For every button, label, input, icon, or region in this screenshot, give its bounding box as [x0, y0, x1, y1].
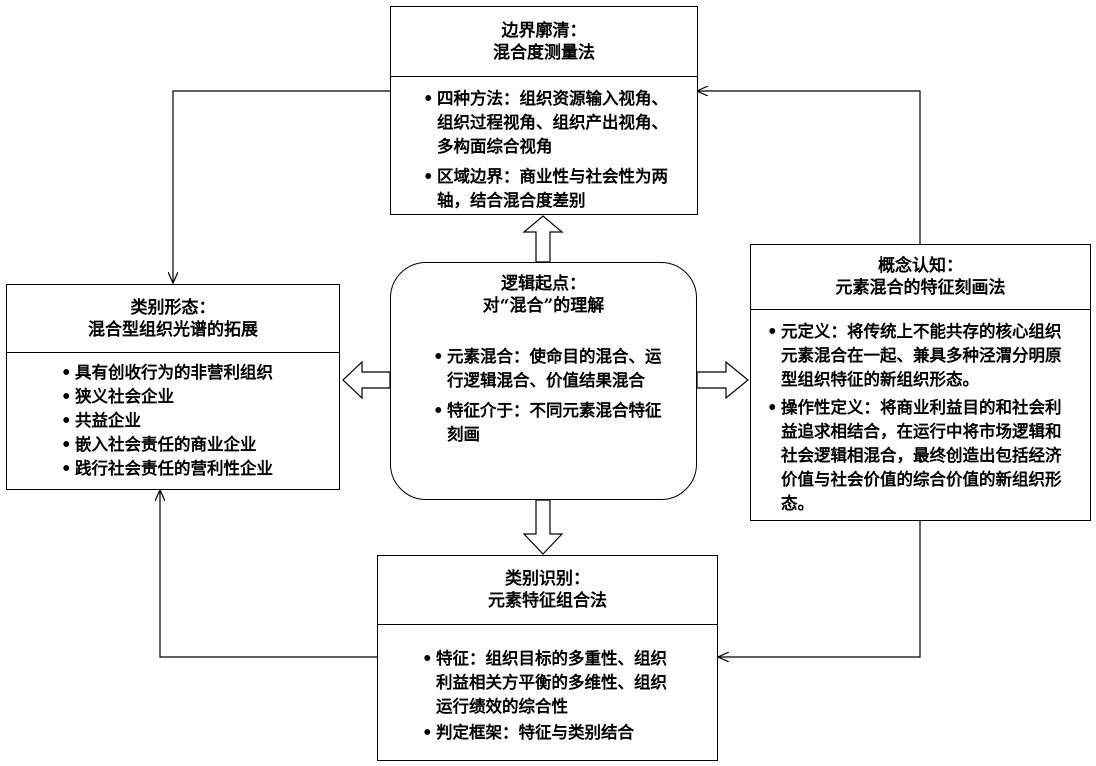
block-arrow-up — [522, 215, 564, 263]
box-logical-starting-point: 逻辑起点： 对“混合”的理解 元素混合：使命目的混合、运行逻辑混合、价值结果混合… — [390, 262, 697, 500]
bullet-list: 具有创收行为的非营利组织 狭义社会企业 共益企业 嵌入社会责任的商业企业 践行社… — [7, 353, 339, 481]
box-subtitle: 对“混合”的理解 — [482, 296, 605, 316]
bullet-item: 狭义社会企业 — [59, 385, 329, 409]
block-arrow-right — [696, 360, 749, 400]
bullet-item: 操作性定义：将商业利益目的和社会利益追求相结合，在运行中将市场逻辑和社会逻辑相混… — [765, 396, 1076, 516]
box-title: 逻辑起点： — [501, 274, 586, 294]
box-category-forms: 类别形态： 混合型组织光谱的拓展 具有创收行为的非营利组织 狭义社会企业 共益企… — [6, 284, 340, 490]
connector-bottom-to-left — [160, 490, 377, 658]
box-boundary-clarification: 边界廓清： 混合度测量法 四种方法：组织资源输入视角、组织过程视角、组织产出视角… — [390, 6, 698, 215]
bullet-item: 元定义：将传统上不能共存的核心组织元素混合在一起、兼具多种泾渭分明原型组织特征的… — [765, 320, 1076, 392]
block-arrow-left — [342, 360, 391, 400]
bullet-item: 具有创收行为的非营利组织 — [59, 361, 329, 385]
box-concept-cognition: 概念认知： 元素混合的特征刻画法 元定义：将传统上不能共存的核心组织元素混合在一… — [750, 244, 1091, 521]
bullet-item: 区域边界：商业性与社会性为两轴，结合混合度差别 — [421, 165, 681, 213]
box-title: 概念认知： — [878, 256, 963, 276]
box-header: 边界廓清： 混合度测量法 — [391, 7, 697, 77]
bullet-list: 元定义：将传统上不能共存的核心组织元素混合在一起、兼具多种泾渭分明原型组织特征的… — [751, 310, 1090, 516]
bullet-item: 判定框架：特征与类别结合 — [420, 721, 677, 745]
bullet-item: 特征：组织目标的多重性、组织利益相关方平衡的多维性、组织运行绩效的综合性 — [420, 647, 677, 719]
box-subtitle: 混合型组织光谱的拓展 — [88, 319, 258, 340]
bullet-item: 四种方法：组织资源输入视角、组织过程视角、组织产出视角、多构面综合视角 — [421, 87, 681, 159]
box-subtitle: 元素混合的特征刻画法 — [835, 278, 1006, 298]
connector-right-to-bottom — [718, 521, 921, 657]
bullet-item: 共益企业 — [59, 409, 329, 433]
box-subtitle: 混合度测量法 — [493, 42, 595, 63]
box-header: 概念认知： 元素混合的特征刻画法 — [751, 245, 1090, 310]
bullet-item: 嵌入社会责任的商业企业 — [59, 433, 329, 457]
connector-right-to-top — [697, 91, 921, 244]
bullet-item: 特征介于：不同元素混合特征刻画 — [431, 399, 676, 447]
box-category-identification: 类别识别： 元素特征组合法 特征：组织目标的多重性、组织利益相关方平衡的多维性、… — [377, 555, 718, 761]
bullet-list: 特征：组织目标的多重性、组织利益相关方平衡的多维性、组织运行绩效的综合性 判定框… — [378, 625, 717, 745]
box-header: 逻辑起点： 对“混合”的理解 — [391, 263, 696, 317]
bullet-list: 四种方法：组织资源输入视角、组织过程视角、组织产出视角、多构面综合视角 区域边界… — [391, 77, 697, 213]
box-header: 类别形态： 混合型组织光谱的拓展 — [7, 285, 339, 353]
bullet-item: 元素混合：使命目的混合、运行逻辑混合、价值结果混合 — [431, 345, 676, 393]
block-arrow-down — [522, 499, 564, 555]
box-title: 类别识别： — [505, 569, 590, 589]
box-subtitle: 元素特征组合法 — [488, 591, 607, 611]
bullet-list: 元素混合：使命目的混合、运行逻辑混合、价值结果混合 特征介于：不同元素混合特征刻… — [391, 317, 696, 447]
box-title: 边界廓清： — [501, 20, 587, 41]
connector-top-to-left — [173, 90, 390, 283]
box-header: 类别识别： 元素特征组合法 — [378, 556, 717, 625]
box-title: 类别形态： — [130, 297, 216, 318]
bullet-item: 践行社会责任的营利性企业 — [59, 457, 329, 481]
